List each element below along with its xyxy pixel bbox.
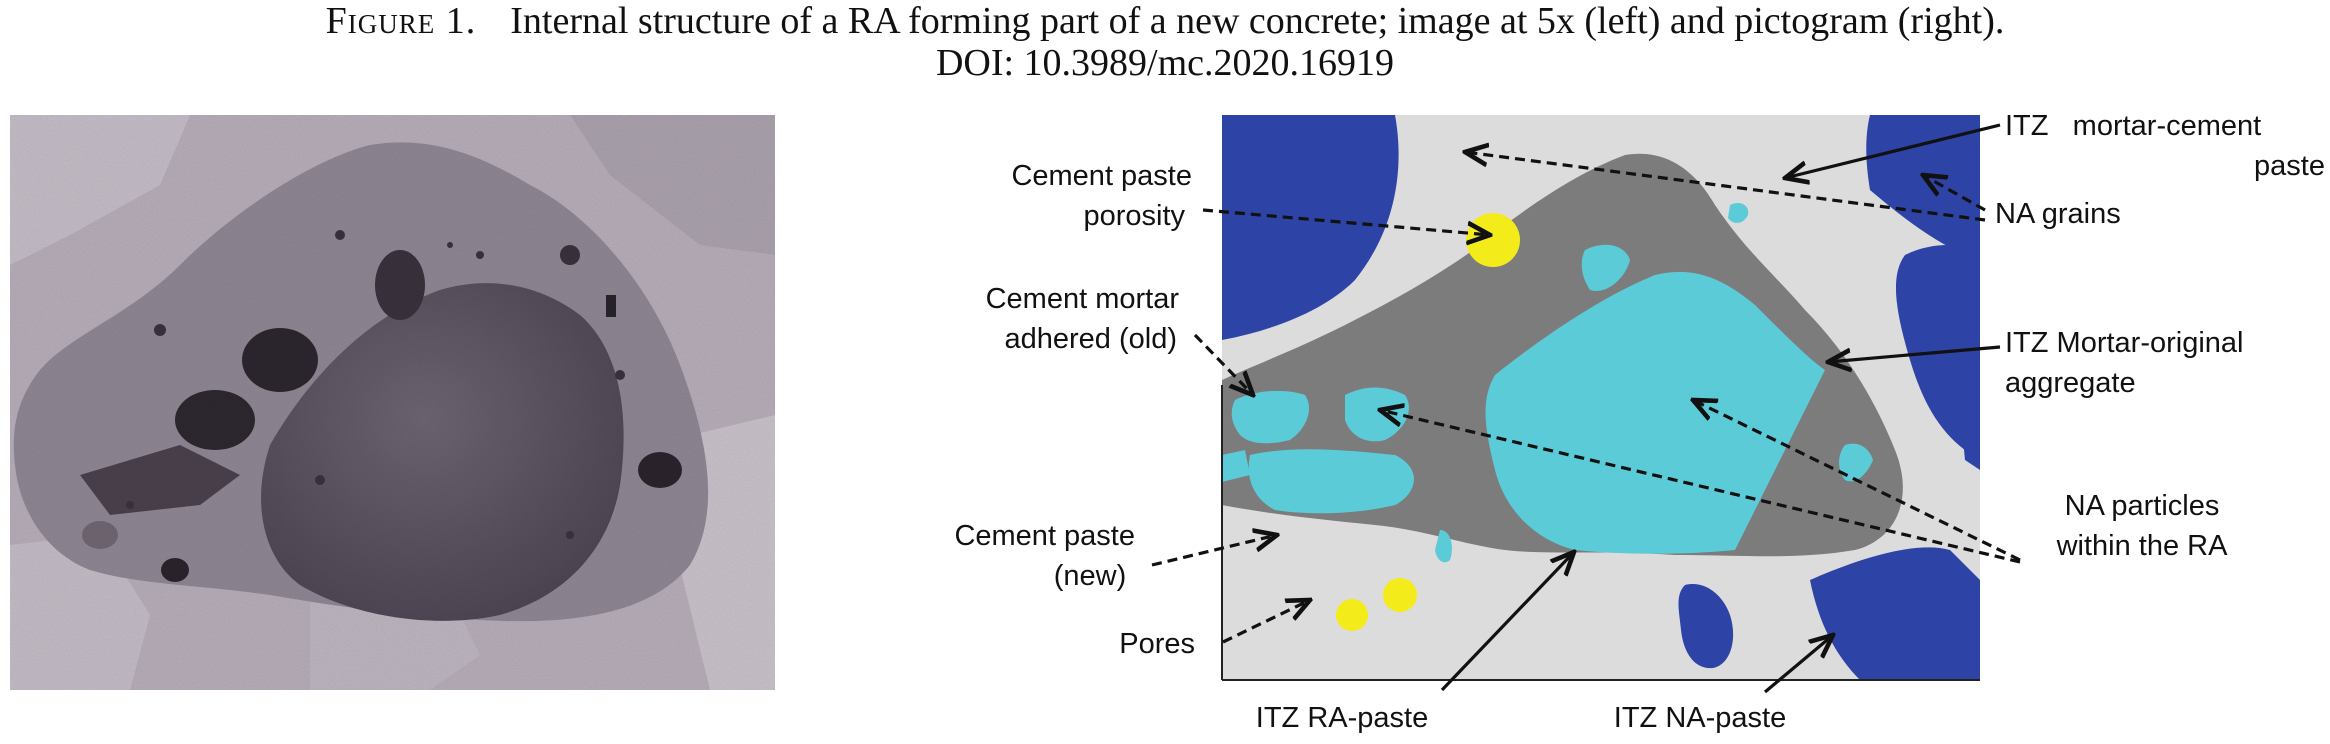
label-cement-paste-porosity: Cement paste xyxy=(1011,160,1192,192)
photo-dark-particle xyxy=(161,558,189,582)
label-itz-mortar-original: ITZ Mortar-original xyxy=(2005,327,2244,359)
na-particle xyxy=(1728,203,1749,223)
photo-dark-particle xyxy=(606,295,616,317)
na-grain xyxy=(1960,400,1980,470)
label-cement-paste-porosity-2: porosity xyxy=(1083,200,1185,232)
arrow-pores xyxy=(1222,600,1310,644)
arrow-cement-paste-new xyxy=(1151,535,1277,567)
label-na-grains: NA grains xyxy=(1995,198,2121,230)
photo-original-aggregate xyxy=(261,283,624,621)
label-itz-mortar-cement-paste-2: paste xyxy=(2254,150,2325,182)
photo-dark-particle xyxy=(82,521,118,549)
caption-figure-label: Figure 1. xyxy=(325,0,477,42)
photo-dark-particle xyxy=(638,452,682,488)
micrograph-image xyxy=(10,115,775,690)
photo-dark-particle xyxy=(175,390,255,450)
na-particle xyxy=(1248,449,1414,514)
caption-line-1: Figure 1. Internal structure of a RA form… xyxy=(0,0,2330,42)
label-pores: Pores xyxy=(1119,628,1195,660)
arrow-na-particles-2 xyxy=(1380,410,2021,564)
na-grain xyxy=(1678,584,1734,669)
label-cement-mortar-adhered: Cement mortar xyxy=(986,283,1180,315)
photo-light-grain xyxy=(10,115,190,265)
arrow-na-grains-1 xyxy=(1923,175,1986,212)
photo-light-grain xyxy=(570,115,775,255)
arrow-itz-mortar-cement xyxy=(1785,123,2001,178)
na-particle xyxy=(1581,244,1630,291)
photo-dark-particle xyxy=(80,445,240,515)
caption-doi: DOI: 10.3989/mc.2020.16919 xyxy=(935,42,1395,84)
na-particle xyxy=(1839,443,1873,482)
arrow-na-particles-1 xyxy=(1693,400,2021,562)
label-cement-paste-new: Cement paste xyxy=(954,520,1135,552)
caption-text: Internal structure of a RA forming part … xyxy=(510,0,2005,42)
label-na-particles-2: within the RA xyxy=(2056,530,2229,562)
arrow-itz-ra-paste xyxy=(1440,552,1574,692)
label-cement-mortar-adhered-2: adhered (old) xyxy=(1005,323,1178,355)
label-na-particles: NA particles xyxy=(2065,490,2220,522)
label-itz-mortar-cement-paste: ITZ mortar-cement xyxy=(2005,110,2261,142)
label-itz-mortar-original-2: aggregate xyxy=(2005,367,2136,399)
arrow-itz-mortar-original xyxy=(1828,345,2001,362)
pore xyxy=(1383,578,1417,612)
label-cement-paste-new-2: (new) xyxy=(1054,560,1127,592)
na-grain xyxy=(1810,547,1980,680)
callout-arrows xyxy=(1151,123,2021,694)
callout-labels: ITZ mortar-cement paste NA grains Cement… xyxy=(954,110,2325,734)
figure-caption: Figure 1. Internal structure of a RA form… xyxy=(0,0,2330,84)
arrow-itz-na-paste xyxy=(1763,635,1833,694)
photo-dark-particle xyxy=(375,250,425,320)
arrow-na-grains-2 xyxy=(1465,152,1986,222)
arrow-adhered-mortar xyxy=(1193,333,1253,395)
photo-dark-particle xyxy=(242,328,318,392)
pictogram: ITZ mortar-cement paste NA grains Cement… xyxy=(954,110,2325,734)
na-particle xyxy=(1231,390,1310,444)
na-grain xyxy=(1222,115,1399,340)
pore xyxy=(1466,213,1520,267)
na-particle xyxy=(1222,450,1250,482)
arrow-porosity xyxy=(1202,208,1490,235)
na-particle-large xyxy=(1485,271,1825,554)
label-itz-ra-paste: ITZ RA-paste xyxy=(1256,702,1428,734)
label-itz-na-paste: ITZ NA-paste xyxy=(1614,702,1786,734)
pictogram-panel xyxy=(1221,115,1980,681)
na-particle xyxy=(1435,530,1452,563)
photo-dark-particle xyxy=(560,245,580,265)
pore xyxy=(1336,599,1368,631)
